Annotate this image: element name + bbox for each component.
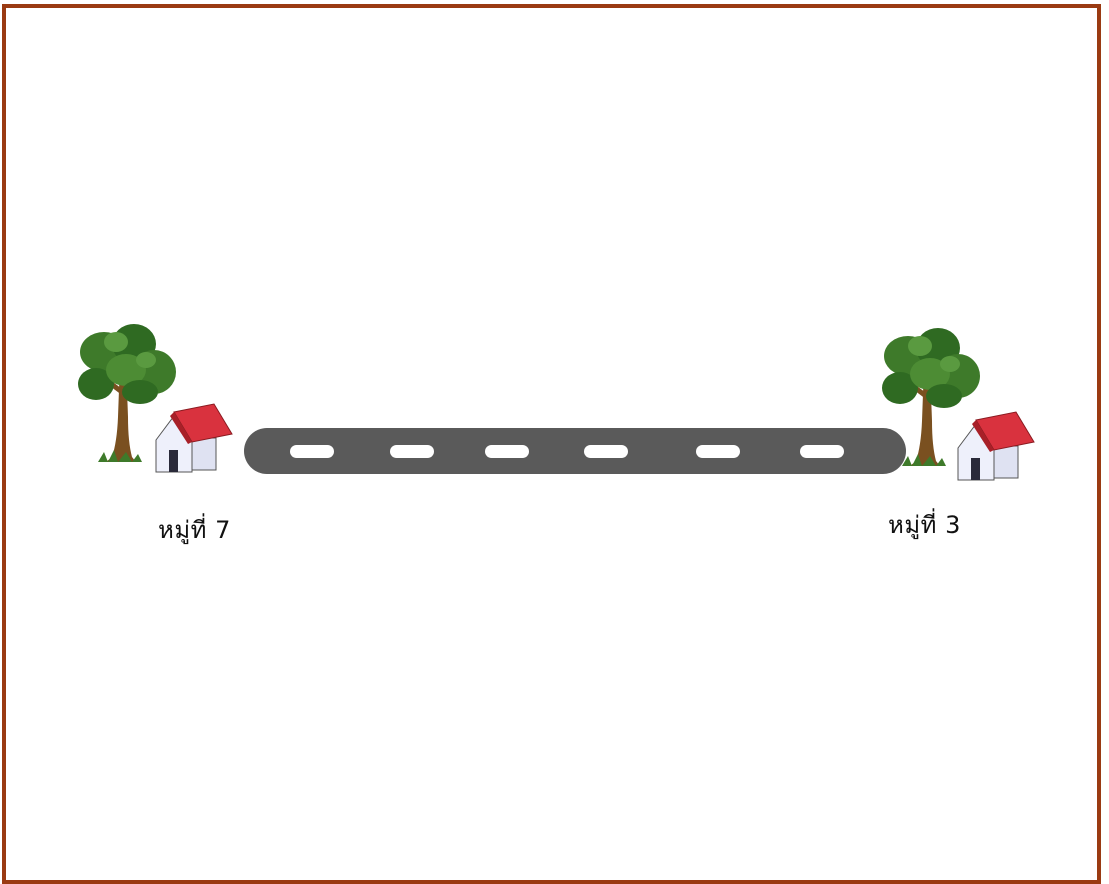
road-surface (244, 428, 906, 474)
right-village-label: หมู่ที่ 3 (888, 511, 961, 539)
left-house-icon (155, 403, 233, 473)
road-dash (290, 445, 334, 458)
right-house-icon (957, 411, 1035, 481)
road (244, 428, 906, 474)
road-dash (485, 445, 529, 458)
road-dash (696, 445, 740, 458)
left-village-label: หมู่ที่ 7 (158, 516, 231, 544)
road-dash (800, 445, 844, 458)
road-dash (584, 445, 628, 458)
road-centerline (290, 445, 844, 458)
road-dash (390, 445, 434, 458)
